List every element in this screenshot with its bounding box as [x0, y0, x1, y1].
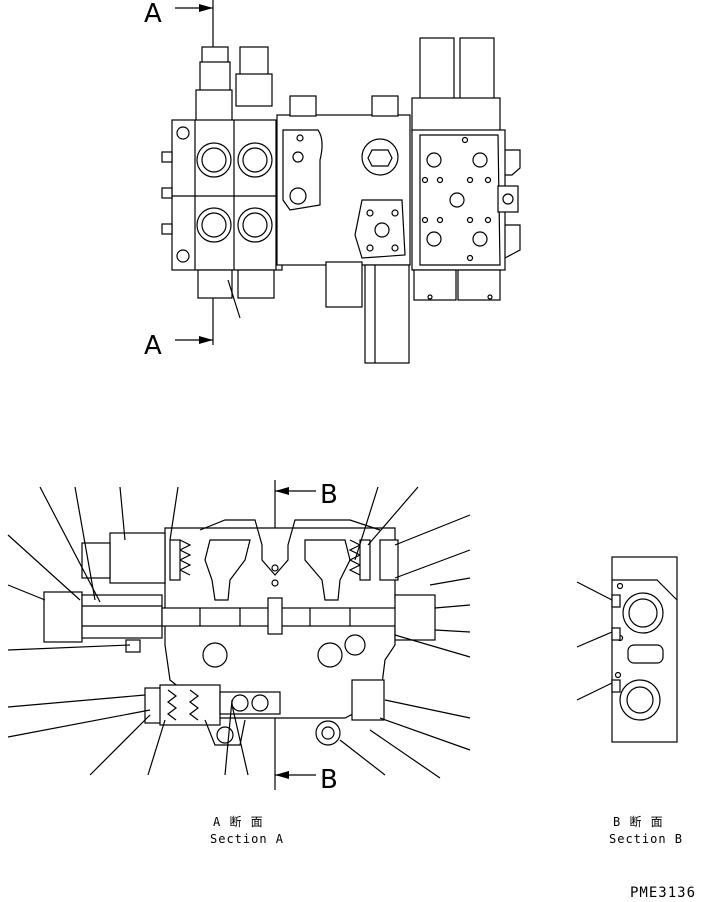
lower-right-plug [351, 679, 385, 721]
port-circle [196, 207, 232, 243]
port-circle [237, 142, 273, 178]
section-b-caption-en: Section B [609, 832, 683, 846]
section-a-label-bottom: A [144, 331, 162, 361]
right-end-cap [394, 594, 436, 641]
right-block [411, 129, 506, 271]
bottom-cap [197, 269, 233, 299]
top-view-valve-assembly [161, 0, 521, 364]
left-cap-2 [239, 46, 269, 78]
solenoid-coil [364, 264, 410, 364]
section-b-port-top [622, 592, 664, 634]
section-a-label-top: A [144, 0, 162, 29]
arrowhead-b-bottom [275, 771, 289, 779]
leader-line [227, 279, 241, 319]
arrowhead-b-top [275, 487, 289, 495]
center-port [361, 138, 399, 176]
section-a-caption-en: Section A [210, 832, 284, 846]
right-cap [459, 37, 495, 104]
section-a-leaders [7, 486, 471, 779]
port-circle [237, 207, 273, 243]
section-b-port-bottom [619, 679, 661, 721]
section-b-label-top: B [320, 480, 338, 510]
section-b-caption-jp: B 断 面 [613, 814, 664, 829]
section-b-label-bottom: B [320, 765, 338, 795]
left-cap-1-body [199, 61, 231, 93]
right-cap [419, 37, 455, 104]
drawing-code: PME3136 [630, 885, 696, 901]
center-block [276, 114, 411, 266]
section-a-view [43, 480, 436, 790]
arrowhead-a-top [199, 4, 213, 12]
left-solenoid [109, 532, 166, 584]
port-circle [196, 142, 232, 178]
section-b-view [576, 556, 678, 743]
section-a-caption-jp: A 断 面 [213, 814, 264, 829]
left-cap-1-base [195, 89, 233, 123]
left-cap-2-body [235, 73, 273, 107]
arrowhead-a-bottom [199, 336, 213, 344]
left-end-cap [43, 591, 83, 643]
left-block [171, 119, 283, 271]
bottom-cap [237, 269, 275, 299]
solenoid-body [325, 261, 363, 308]
center-plate-left [282, 129, 323, 211]
